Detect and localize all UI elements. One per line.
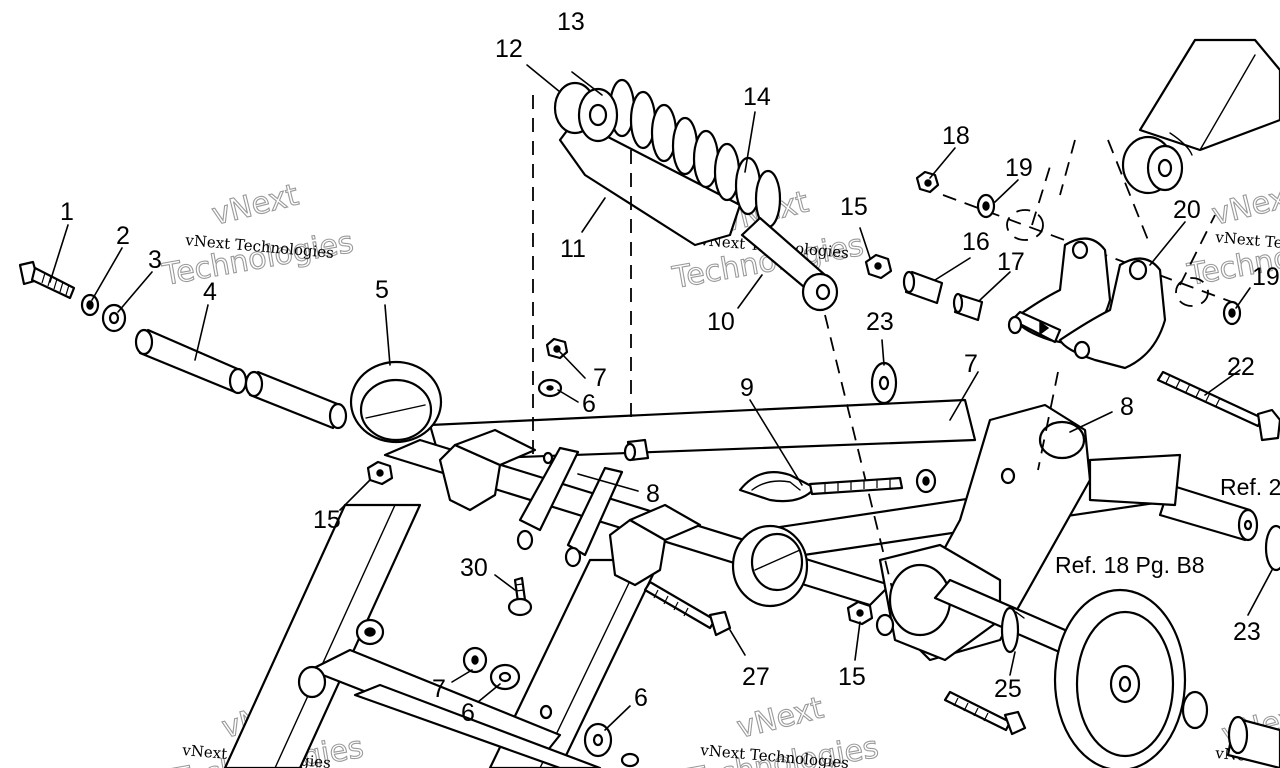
- callout-16: 16: [962, 228, 990, 256]
- callout-7-right: 7: [964, 350, 978, 378]
- callout-25: 25: [994, 675, 1022, 703]
- callout-8-right: 8: [1120, 393, 1134, 421]
- callout-9: 9: [740, 374, 754, 402]
- callout-11: 11: [560, 235, 586, 263]
- front-arm-left-leg: [223, 503, 422, 768]
- part-2-washer: [80, 293, 100, 317]
- idler-wheel: [1053, 588, 1187, 768]
- callout-20: 20: [1173, 196, 1201, 224]
- dashed-spacers: [1006, 209, 1209, 307]
- callout-27: 27: [742, 663, 770, 691]
- callout-5: 5: [375, 276, 389, 304]
- part-27-bolt: [643, 580, 732, 637]
- part-4-tube-1: [134, 328, 248, 395]
- part-6-washer-upper: [537, 378, 563, 398]
- part-18-nut: [915, 170, 940, 194]
- callout-23-right: 23: [1233, 618, 1261, 646]
- callout-19: 19: [1005, 154, 1033, 182]
- leader-lines: [49, 64, 1273, 731]
- callout-7-lower: 7: [432, 675, 446, 703]
- shock-absorber: [553, 78, 839, 312]
- stud-8-upper: [623, 438, 650, 462]
- svg-text:vNext: vNext: [208, 178, 302, 233]
- mount-bracket-center: [608, 503, 702, 587]
- part-17-spacer: [952, 292, 984, 322]
- callout-13: 13: [557, 8, 585, 36]
- round-clamp-center: [731, 524, 809, 608]
- part-19-washer: [976, 193, 996, 219]
- watermark-1: vNext Technologies vNext Technologies: [159, 177, 357, 294]
- callout-15-lower: 15: [838, 663, 866, 691]
- callout-12: 12: [495, 35, 523, 63]
- part-22-bolt: [1156, 370, 1280, 442]
- part-5-clamp: [349, 360, 443, 444]
- svg-text:vNext: vNext: [1208, 178, 1280, 233]
- part-20-bracket: [1007, 237, 1167, 370]
- part-15-nut-upper: [864, 253, 893, 280]
- right-lower-washer: [1181, 690, 1280, 768]
- callout-8-left: 8: [646, 480, 660, 508]
- part-16-spacer: [902, 270, 944, 305]
- mount-bracket-left: [438, 428, 537, 512]
- callout-18: 18: [942, 122, 970, 150]
- small-hole: [539, 704, 553, 720]
- part-15-nut-lower: [846, 600, 874, 626]
- part-1-bolt: [18, 260, 76, 300]
- part-30-screw: [507, 576, 533, 617]
- part-25-bolt: [943, 690, 1027, 736]
- callout-15-left: 15: [313, 506, 341, 534]
- callout-6-upper: 6: [582, 390, 596, 418]
- callout-17: 17: [997, 248, 1025, 276]
- part-3-washer: [101, 303, 127, 333]
- callout-10: 10: [707, 308, 735, 336]
- ref-18-note: Ref. 18 Pg. B8: [1055, 552, 1205, 578]
- front-arm-cross-link: [297, 618, 602, 768]
- callout-19-right: 19: [1252, 263, 1280, 291]
- part-4-tube-2: [244, 370, 348, 430]
- part-9-hook-bolt: [738, 471, 904, 503]
- callout-2: 2: [116, 222, 130, 250]
- part-23-washer-right: [1264, 524, 1280, 572]
- callout-15-upper: 15: [840, 193, 868, 221]
- callout-3: 3: [148, 246, 162, 274]
- part-23-washer: [870, 361, 898, 405]
- rear-shock-upper: [1121, 38, 1280, 195]
- watermark-5: vNext Technologies vNext Technologies: [684, 690, 882, 768]
- callout-22: 22: [1227, 353, 1255, 381]
- callout-4: 4: [203, 278, 217, 306]
- right-axle-tube: [1088, 453, 1259, 542]
- callout-1: 1: [60, 198, 74, 226]
- svg-text:vNext: vNext: [733, 691, 827, 746]
- callout-30: 30: [460, 554, 488, 582]
- part-7-nut-right: [915, 468, 937, 494]
- callout-7-upper: 7: [593, 364, 607, 392]
- callout-6-lower: 6: [461, 699, 475, 727]
- callout-labels: 1 2 3 4 5 6 7 8 9 10 11 12 13 14 15 15 1…: [60, 8, 1280, 727]
- shock-mount-plates: [516, 446, 624, 568]
- part-7-nut-lower: [462, 646, 488, 674]
- part-6-washer-bottom: [583, 722, 640, 768]
- part-6-washer-lower: [489, 663, 521, 691]
- part-15-nut-left: [366, 460, 394, 486]
- callout-23: 23: [866, 308, 894, 336]
- callout-6-bottom: 6: [634, 684, 648, 712]
- ref-2-note: Ref. 2: [1220, 474, 1280, 500]
- callout-14: 14: [743, 83, 771, 111]
